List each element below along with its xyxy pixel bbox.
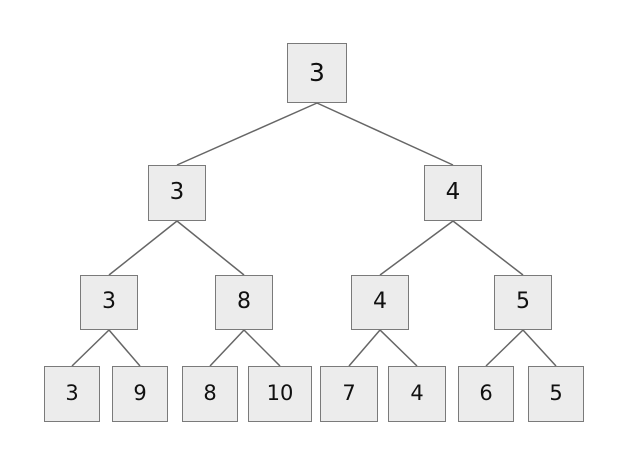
tree-node-label: 9 xyxy=(133,380,147,405)
tree-node: 8 xyxy=(182,366,238,422)
tree-edge xyxy=(108,220,178,276)
tree-node-label: 4 xyxy=(373,288,387,314)
tree-edge xyxy=(485,329,524,367)
tree-node-label: 3 xyxy=(102,288,116,314)
tree-node: 3 xyxy=(148,165,206,221)
tree-node: 5 xyxy=(528,366,584,422)
tree-edge xyxy=(71,329,110,367)
tree-node: 4 xyxy=(424,165,482,221)
tree-node: 3 xyxy=(44,366,100,422)
tree-node: 4 xyxy=(351,275,409,330)
tree-edge xyxy=(316,102,454,166)
tree-edge xyxy=(243,329,281,367)
tree-node-label: 8 xyxy=(203,380,217,405)
tree-node: 3 xyxy=(287,43,347,103)
tree-node: 10 xyxy=(248,366,312,422)
tree-node: 9 xyxy=(112,366,168,422)
tree-edge xyxy=(209,329,245,367)
tree-node: 8 xyxy=(215,275,273,330)
tree-node-label: 6 xyxy=(479,380,493,405)
tree-node-label: 4 xyxy=(445,178,461,205)
tree-node: 7 xyxy=(320,366,378,422)
tree-node-label: 4 xyxy=(410,380,424,405)
tree-edge xyxy=(379,220,454,276)
tree-node-label: 3 xyxy=(65,380,79,405)
tree-edge xyxy=(379,329,418,367)
tree-edge xyxy=(108,329,141,367)
tree-node-label: 3 xyxy=(309,57,325,87)
tree-edge xyxy=(452,220,524,276)
tree-node-label: 3 xyxy=(169,178,185,205)
tree-node-label: 5 xyxy=(516,288,530,314)
tree-node: 6 xyxy=(458,366,514,422)
tree-node: 3 xyxy=(80,275,138,330)
tree-edge xyxy=(522,329,557,367)
tree-edge xyxy=(176,220,245,276)
tree-edge xyxy=(348,329,381,367)
tree-node-label: 10 xyxy=(266,380,294,405)
tree-node-label: 7 xyxy=(342,380,356,405)
tree-edge xyxy=(176,102,318,166)
tree-node: 4 xyxy=(388,366,446,422)
tree-node-label: 5 xyxy=(549,380,563,405)
tree-node-label: 8 xyxy=(237,288,251,314)
tree-node: 5 xyxy=(494,275,552,330)
